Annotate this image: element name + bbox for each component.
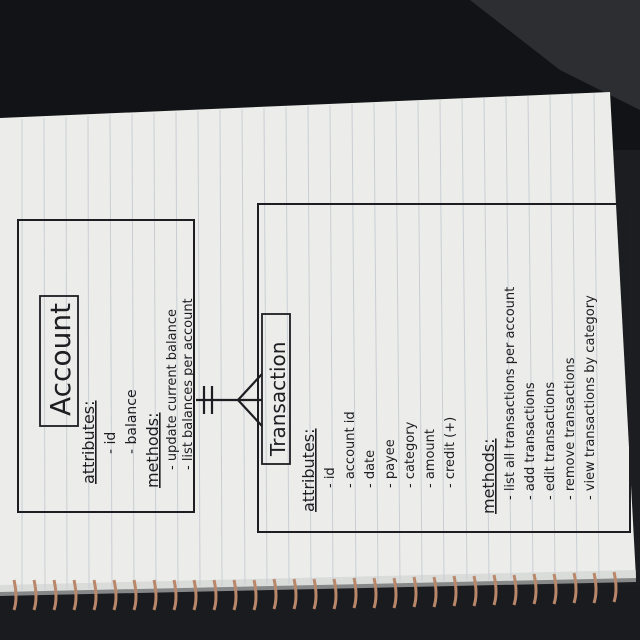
account-box: [17, 219, 195, 513]
account-attribute: - balance: [124, 389, 140, 454]
account-title-box: [39, 295, 79, 427]
account-attributes-label: attributes:: [79, 400, 98, 484]
transaction-method: - list all transactions per account: [503, 287, 518, 500]
transaction-attribute: - date: [363, 450, 378, 488]
transaction-attribute: - amount: [423, 429, 438, 488]
transaction-method: - remove transactions: [563, 357, 578, 500]
transaction-method: - edit transactions: [543, 382, 558, 500]
transaction-title-box: [261, 313, 291, 465]
account-attribute: - id: [103, 432, 119, 454]
ruled-lines: [21, 92, 600, 591]
transaction-method: - add transactions: [523, 382, 538, 500]
spiral-binding: [12, 571, 618, 611]
account-entity: Account attributes: - id - balance metho…: [17, 219, 196, 513]
account-title: Account: [44, 303, 77, 416]
notebook-page: [0, 92, 636, 592]
transaction-method: - view transactions by category: [583, 295, 598, 500]
transaction-attribute: - payee: [383, 439, 398, 488]
account-method: - list balances per account: [181, 298, 196, 470]
transaction-methods-label: methods:: [479, 438, 498, 514]
transaction-attributes-label: attributes:: [299, 428, 318, 512]
transaction-title: Transaction: [266, 342, 290, 457]
transaction-attribute: - id: [323, 467, 338, 488]
transaction-box: [257, 203, 631, 533]
transaction-entity: Transaction attributes: - id - account i…: [257, 203, 631, 533]
account-method: - update current balance: [165, 309, 180, 470]
transaction-attribute: - credit (+): [443, 417, 458, 488]
account-methods-label: methods:: [143, 412, 162, 488]
transaction-attribute: - category: [403, 421, 418, 488]
transaction-attribute: - account id: [343, 411, 358, 488]
